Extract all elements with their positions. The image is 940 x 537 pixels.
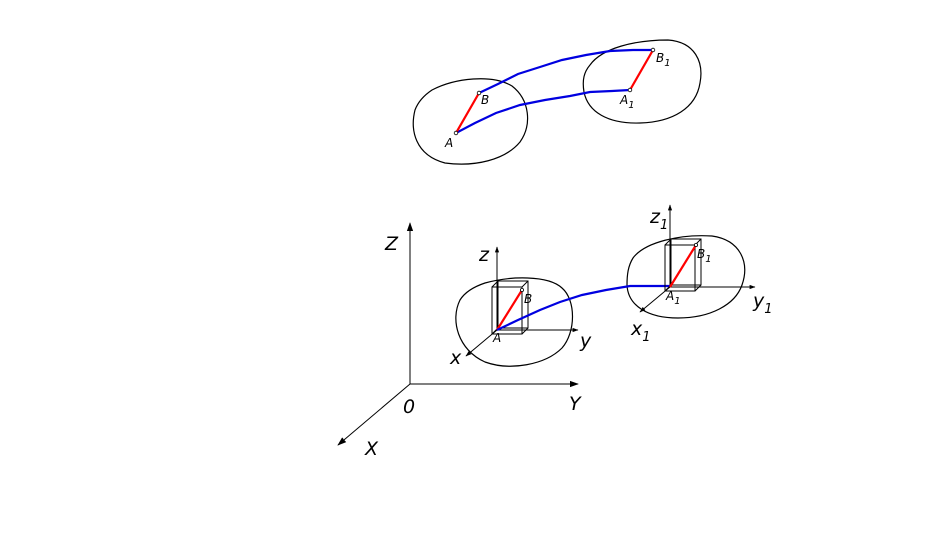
top-diagram: A B A1 B1 [412,39,702,165]
point-b-dot [476,90,482,96]
global-y-label: Y [569,393,582,415]
local-frame-1: z y x A B [449,244,592,369]
body-outline-frame1 [455,277,573,367]
point-b-dot-frame1 [520,287,525,292]
point-b1-dot [650,47,656,53]
body-outline-right [582,39,702,124]
segment-a1b1 [629,49,654,91]
bottom-diagram: Z Y X 0 z y x A B [337,204,773,460]
trajectory-upper [478,48,653,94]
local-frame-2: z1 y1 x1 A1 B1 [630,204,773,345]
label-b1: B1 [656,51,671,69]
point-a1-dot [627,87,633,93]
local-y1-label: y1 [752,290,773,317]
trajectory-lower [455,88,631,134]
local-z1-label: z1 [649,206,668,233]
point-a-dot [453,130,459,136]
global-x-label: X [364,438,379,460]
global-axes: Z Y X 0 [337,222,582,460]
trajectory-bottom [496,284,670,331]
body-outline-left [412,78,529,165]
segment-ab [455,92,480,134]
label-a: A [444,136,453,150]
local-y-label: y [579,330,592,352]
point-b1-dot-frame2 [694,242,699,247]
label-a1: A1 [619,93,635,111]
frame2-label-b1: B1 [697,247,712,265]
local-x-label: x [449,347,462,369]
frame1-label-a: A [492,331,501,345]
segment-ab-frame1 [496,289,523,331]
body-outline-frame2 [626,235,746,319]
local-x1-label: x1 [630,318,651,345]
segment-a1b1-frame2 [669,244,697,288]
global-x-axis [337,383,411,446]
frame2-label-a1: A1 [665,289,681,307]
label-b: B [481,93,489,107]
origin-label: 0 [403,396,415,418]
local-z-label: z [478,244,490,266]
global-z-label: Z [384,233,399,255]
frame1-label-b: B [524,292,532,306]
